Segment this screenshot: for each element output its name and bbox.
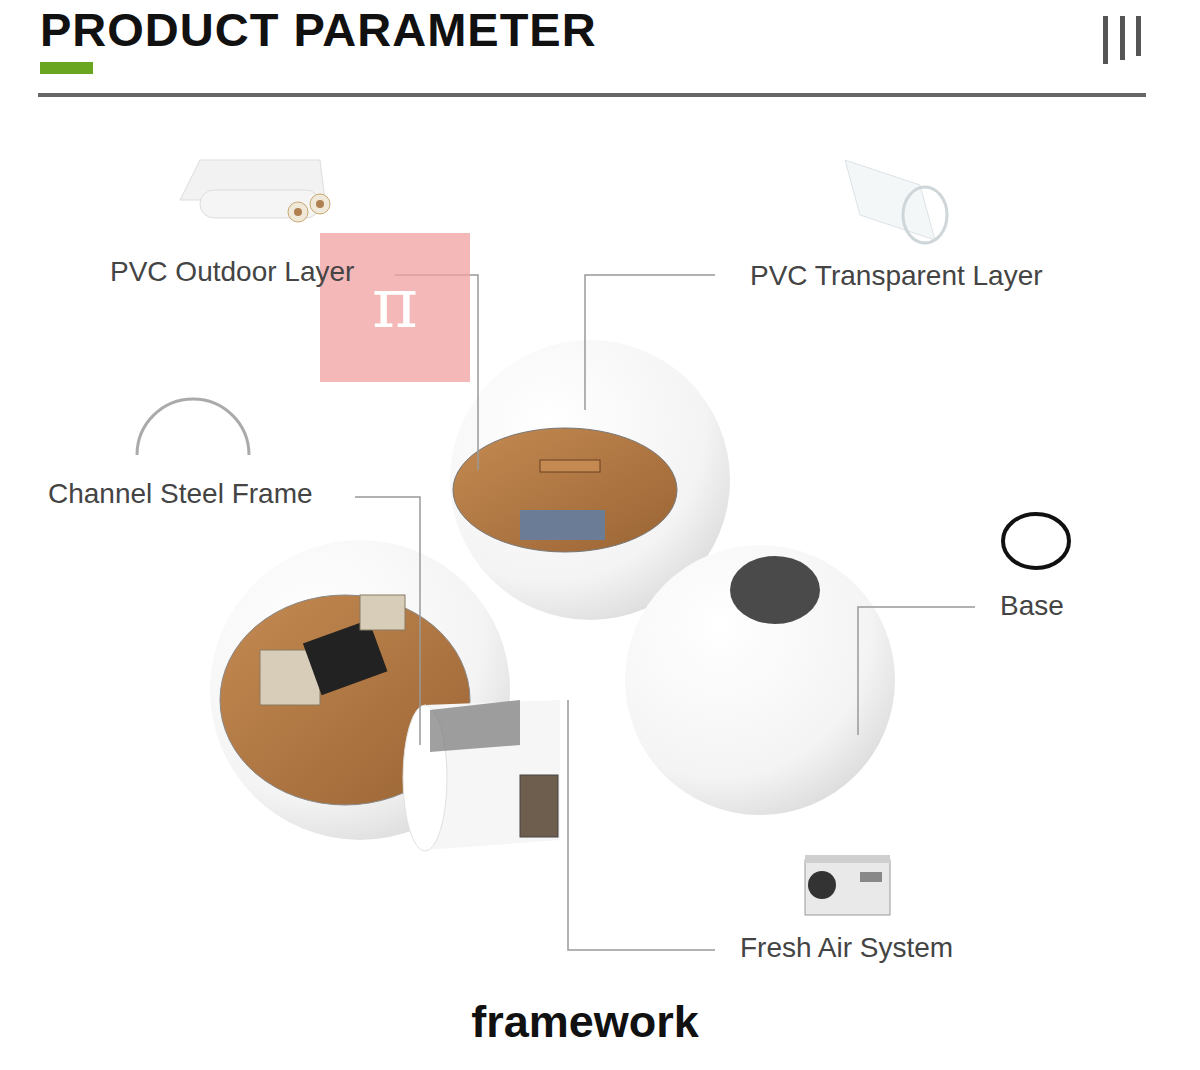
page-title: PRODUCT PARAMETER <box>40 2 597 57</box>
dome-illustration <box>210 340 895 851</box>
frame-arc-icon <box>137 399 249 455</box>
base-ring-icon <box>1003 514 1069 568</box>
watermark: π <box>372 262 418 344</box>
transparent-tube-icon <box>845 160 947 243</box>
part-label: Channel Steel Frame <box>48 478 313 510</box>
accent-bar <box>40 62 93 74</box>
caption: framework <box>471 996 699 1048</box>
header-bars <box>1103 16 1108 64</box>
watermark-box <box>320 233 470 382</box>
fresh-air-unit-icon <box>805 855 890 915</box>
pvc-roll-icon <box>180 160 330 222</box>
part-label: Fresh Air System <box>740 932 953 964</box>
part-label: PVC Outdoor Layer <box>110 256 354 288</box>
part-label: Base <box>1000 590 1064 622</box>
header-rule <box>38 93 1146 97</box>
header-bars <box>1120 16 1125 60</box>
part-label: PVC Transparent Layer <box>750 260 1043 292</box>
header-bars <box>1136 16 1141 56</box>
